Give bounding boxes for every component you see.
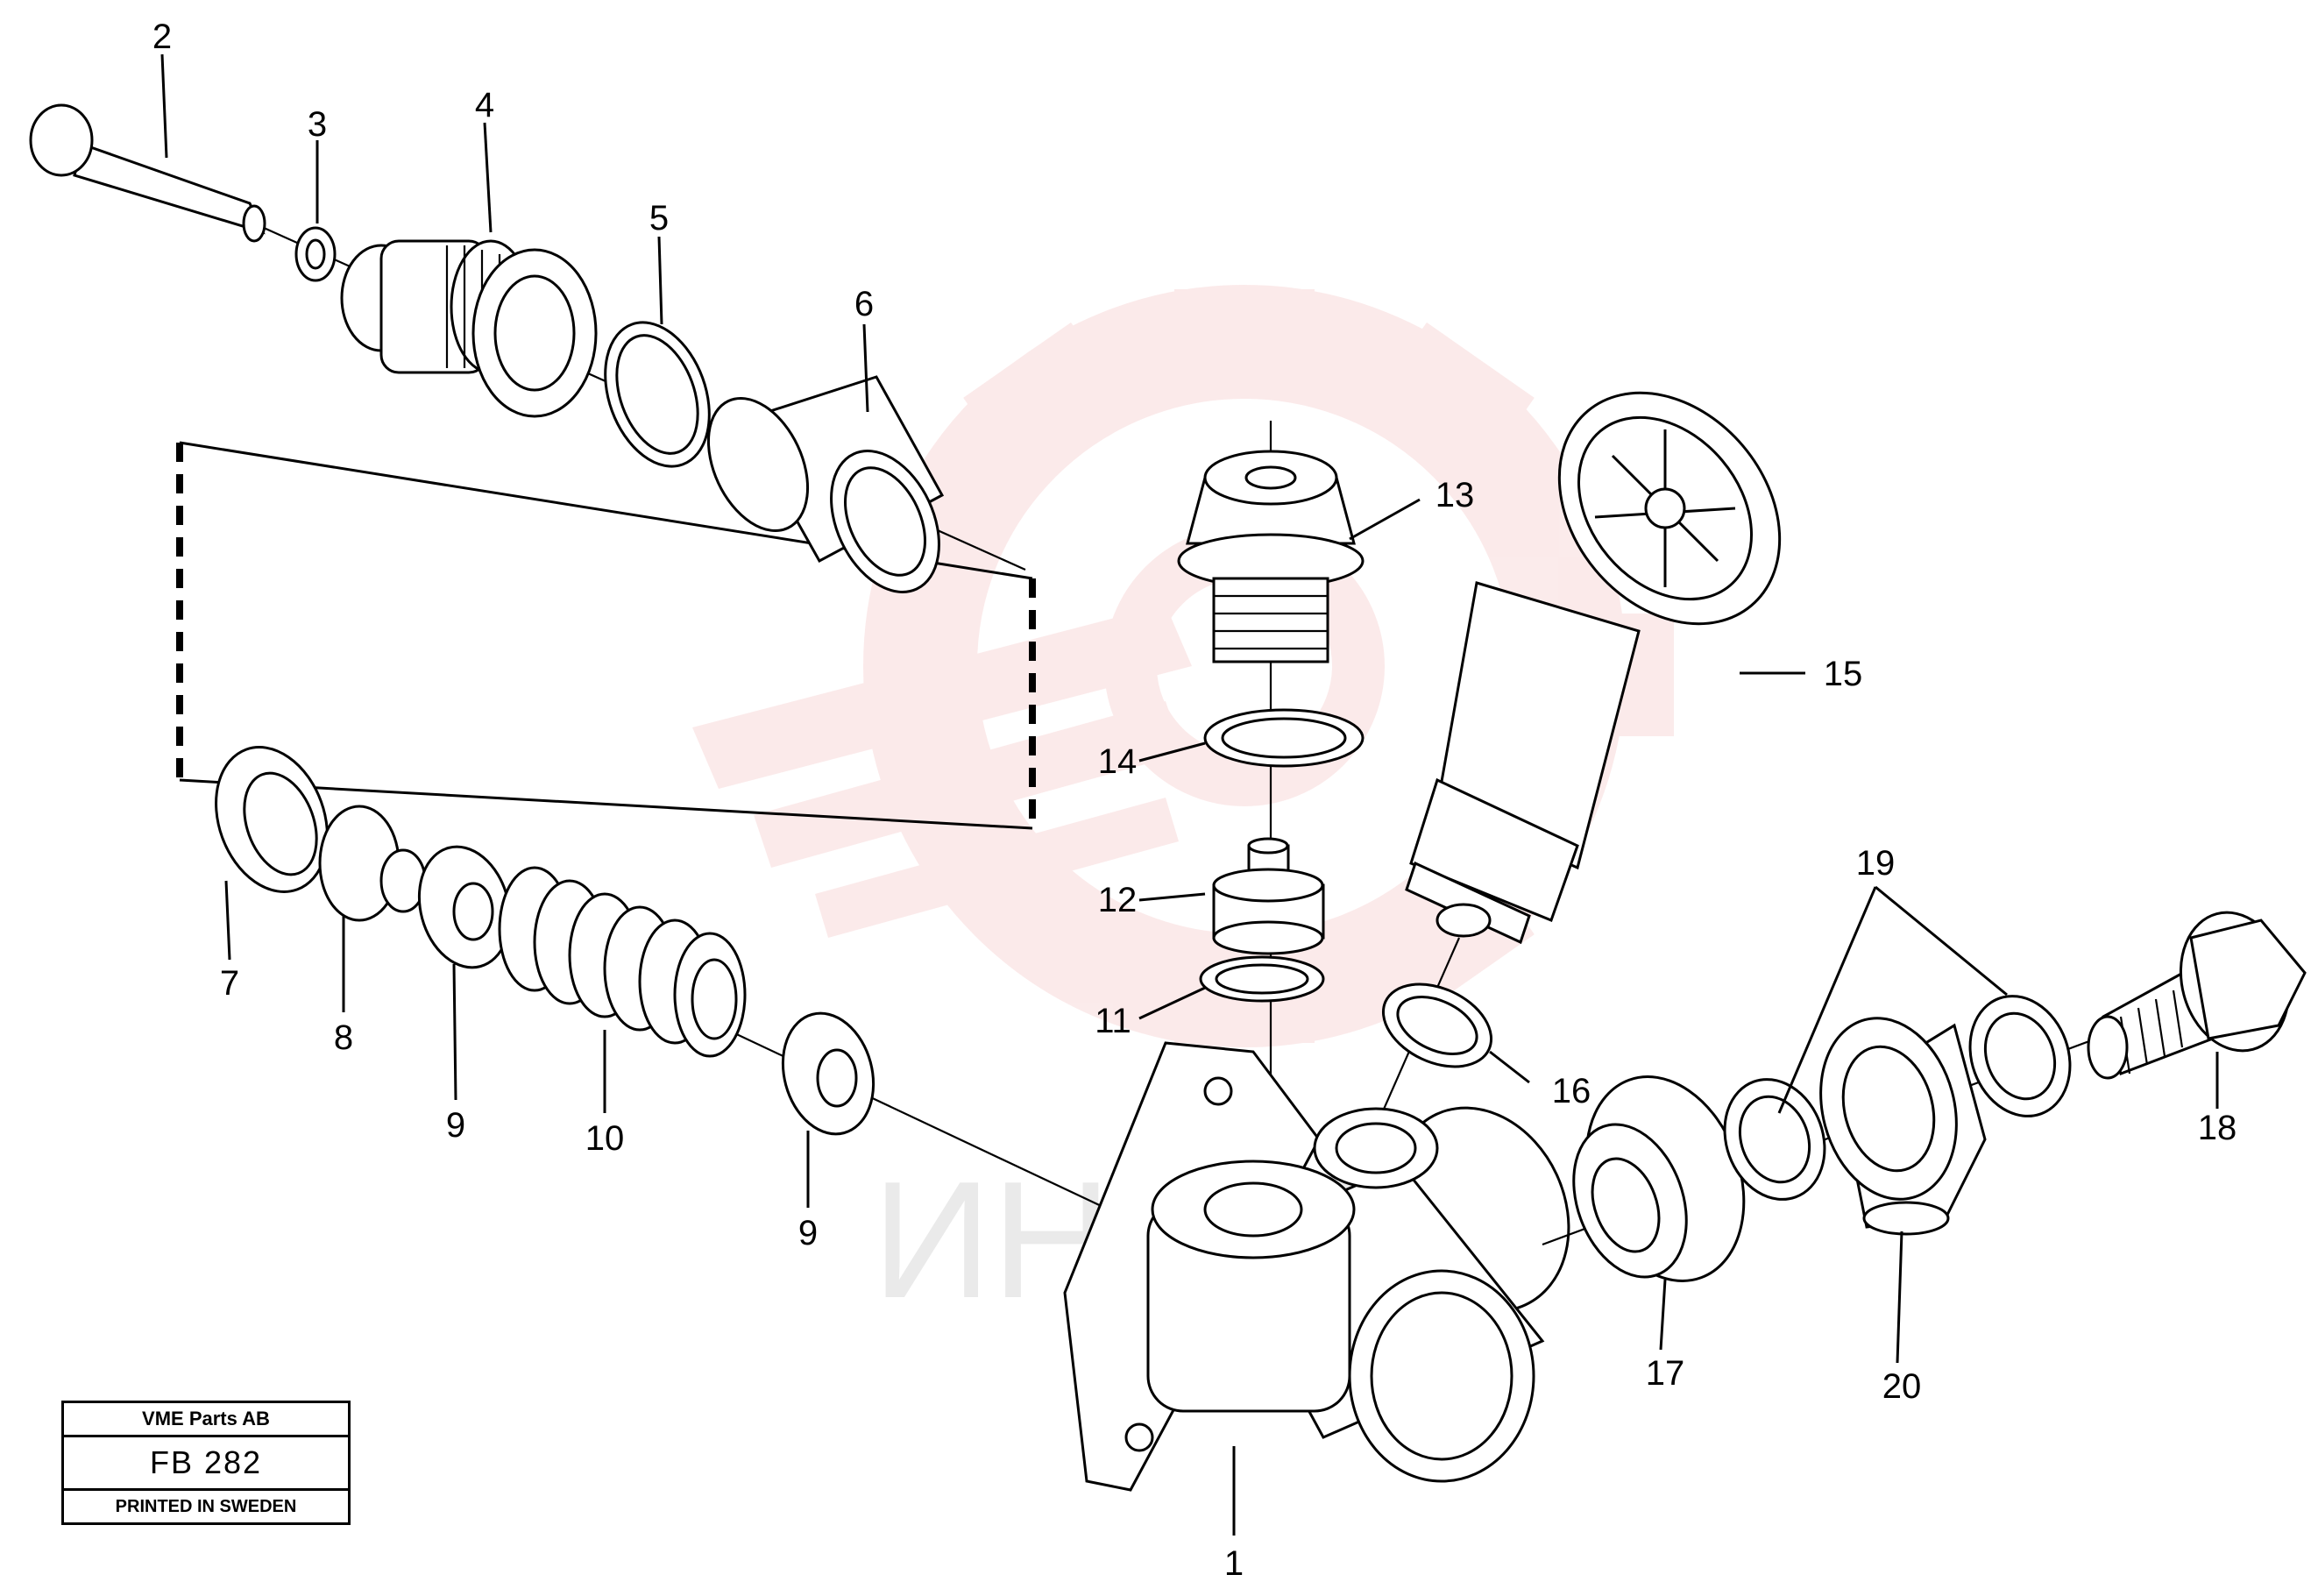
callout-6: 6 [854,285,874,323]
callout-labels: 2 3 4 5 6 13 15 14 12 11 19 18 16 7 8 9 … [152,18,2236,1583]
part-9-washer-b [781,1011,875,1136]
callout-16: 16 [1552,1072,1591,1110]
callout-1: 1 [1224,1544,1244,1583]
title-block-printed-note: PRINTED IN SWEDEN [115,1497,297,1516]
title-block-company: VME Parts AB [64,1403,348,1437]
callout-4: 4 [475,86,494,124]
part-3-washer [294,226,337,282]
part-4-threaded-plug [340,239,598,418]
part-17-adapter [1572,1075,1746,1282]
part-12-valve [1212,837,1325,955]
part-14-o-ring [1203,708,1365,768]
part-10-spring [498,866,747,1058]
callout-7: 7 [220,964,239,1003]
part-20-banjo-elbow [1819,1017,1987,1236]
callout-2: 2 [152,18,172,56]
callout-14: 14 [1098,742,1138,781]
part-1-pump-housing [1063,1041,1570,1492]
part-5-o-ring [604,321,711,468]
callout-9-second: 9 [798,1214,818,1252]
callout-20: 20 [1882,1367,1922,1406]
watermark-gear-tooth [1174,289,1315,394]
title-block: VME Parts AB FB 282 PRINTED IN SWEDEN [61,1401,351,1525]
callout-11: 11 [1095,1002,1131,1040]
callout-5: 5 [649,199,669,238]
part-15-hand-primer [1405,391,1782,945]
part-9-washer-a [417,845,512,969]
callout-13: 13 [1435,476,1475,514]
part-19-washer-b [1968,995,2072,1117]
callout-17: 17 [1646,1354,1685,1393]
part-18-banjo-bolt [2087,911,2307,1080]
callout-8: 8 [334,1018,353,1057]
callout-10: 10 [585,1119,625,1158]
part-11-o-ring [1199,955,1325,1003]
callout-15: 15 [1824,655,1863,693]
title-block-drawing-number: FB 282 [64,1437,348,1491]
callout-12: 12 [1098,881,1138,919]
leader-lines [160,53,2219,1536]
part-2-bolt [29,103,266,243]
callout-3: 3 [308,105,327,144]
callout-18: 18 [2198,1109,2237,1147]
callout-9: 9 [446,1106,465,1145]
watermark-stripe [692,605,1192,789]
part-8-valve-disc [318,805,427,922]
watermark-gear-tooth [1366,322,1535,485]
part-19-washer-a [1723,1078,1826,1201]
watermark-stripe [815,798,1179,938]
part-13-union-nut [1177,450,1365,663]
part-16-o-ring [1381,982,1493,1068]
part-6-sleeve [706,375,945,593]
watermark-gear-tooth [963,322,1131,485]
watermark-stripe [754,701,1183,868]
callout-19: 19 [1856,844,1896,883]
part-7-cap [215,746,329,893]
